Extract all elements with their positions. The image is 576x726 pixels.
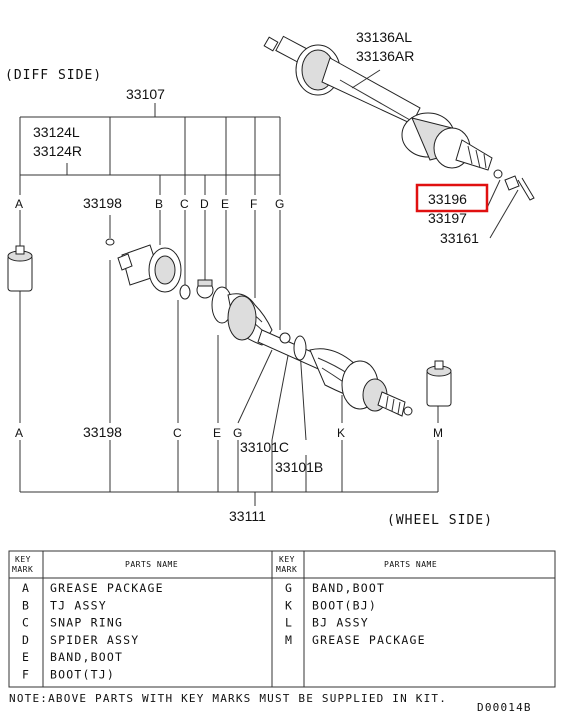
part-33136al: 33136AL xyxy=(356,29,412,45)
part-33196: 33196 xyxy=(428,191,467,207)
table-key-left-3: D xyxy=(22,633,30,647)
table-header-key-left: KEY xyxy=(15,555,31,564)
table-rows-right: G BAND,BOOT K BOOT(BJ) L BJ ASSY M GREASE PACKA… xyxy=(285,581,426,647)
part-33111: 33111 xyxy=(229,508,266,524)
table-part-name-left-5: BOOT(TJ) xyxy=(50,668,115,682)
highlight-box xyxy=(415,183,489,213)
table-part-name-right-0: BAND,BOOT xyxy=(312,581,385,595)
table-part-name-left-3: SPIDER ASSY xyxy=(50,633,139,647)
part-33198-bottom: 33198 xyxy=(83,424,122,440)
part-33136ar: 33136AR xyxy=(356,48,414,64)
kit-note: NOTE:ABOVE PARTS WITH KEY MARKS MUST BE … xyxy=(9,692,447,705)
drawing-code: D00014B xyxy=(477,701,532,714)
table-header-parts-left: PARTS NAME xyxy=(125,560,178,569)
table-header-mark-left: MARK xyxy=(12,565,33,574)
diff-side-label: (DIFF SIDE) xyxy=(5,68,102,83)
part-33197: 33197 xyxy=(428,210,467,226)
key-mark-d: D xyxy=(200,197,209,211)
table-part-name-right-2: BJ ASSY xyxy=(312,616,369,630)
table-part-name-right-1: BOOT(BJ) xyxy=(312,598,377,612)
bracket-lines xyxy=(19,103,439,506)
key-mark-m: M xyxy=(433,426,443,440)
table-key-left-2: C xyxy=(22,616,30,630)
table-key-right-1: K xyxy=(285,598,293,612)
key-mark-e-bottom: E xyxy=(213,426,221,440)
wheel-side-label: (WHEEL SIDE) xyxy=(387,513,493,528)
key-mark-e-top: E xyxy=(221,197,229,211)
key-mark-k: K xyxy=(337,426,345,440)
drive-shaft-assembly xyxy=(263,35,535,201)
parts-table xyxy=(8,550,556,688)
table-key-right-3: M xyxy=(285,633,293,647)
key-mark-f: F xyxy=(250,197,257,211)
table-header-key-right: KEY xyxy=(279,555,295,564)
table-key-left-0: A xyxy=(22,581,30,595)
key-mark-g-top: G xyxy=(275,197,284,211)
part-33101c: 33101C xyxy=(240,439,289,455)
table-key-left-1: B xyxy=(22,598,30,612)
key-mark-c-bottom: C xyxy=(173,426,182,440)
key-mark-b: B xyxy=(155,197,163,211)
table-part-name-left-2: SNAP RING xyxy=(50,616,123,630)
part-33101b: 33101B xyxy=(275,459,323,475)
table-key-right-2: L xyxy=(285,616,293,630)
key-mark-a-bottom: A xyxy=(15,426,23,440)
table-key-left-4: E xyxy=(22,650,30,664)
upper-right-leaders xyxy=(351,69,519,239)
table-header-mark-right: MARK xyxy=(276,565,297,574)
left-parts xyxy=(7,238,452,417)
key-mark-c-top: C xyxy=(180,197,189,211)
table-key-left-5: F xyxy=(22,668,30,682)
table-part-name-left-1: TJ ASSY xyxy=(50,598,107,612)
part-33107: 33107 xyxy=(126,86,165,102)
part-33124r: 33124R xyxy=(33,143,82,159)
table-header-parts-right: PARTS NAME xyxy=(384,560,437,569)
table-rows-left: A GREASE PACKAGE B TJ ASSY C SNAP RING D SPIDER… xyxy=(22,581,164,682)
key-mark-a-top: A xyxy=(15,197,23,211)
table-key-right-0: G xyxy=(285,581,293,595)
table-part-name-right-3: GREASE PACKAGE xyxy=(312,633,426,647)
part-33198-top: 33198 xyxy=(83,195,122,211)
part-33161: 33161 xyxy=(440,230,479,246)
table-part-name-left-0: GREASE PACKAGE xyxy=(50,581,164,595)
part-33124l: 33124L xyxy=(33,124,80,140)
key-mark-g-bottom: G xyxy=(233,426,242,440)
table-part-name-left-4: BAND,BOOT xyxy=(50,650,123,664)
